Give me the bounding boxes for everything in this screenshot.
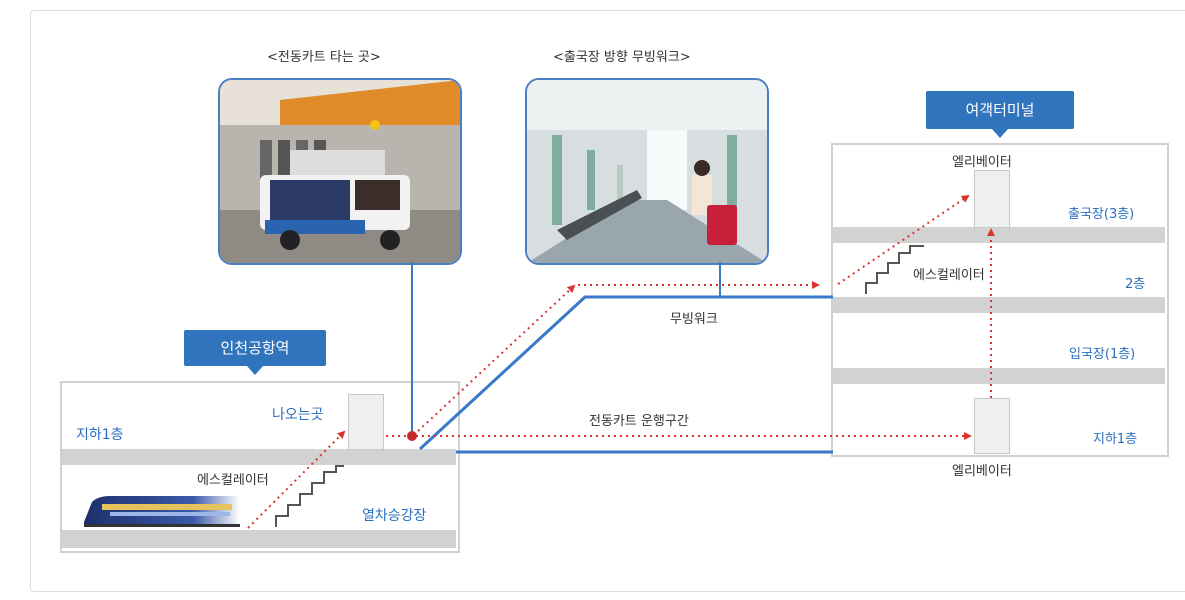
terminal-slab-1f — [833, 368, 1165, 384]
terminal-departure-label: 출국장(3층) — [1068, 207, 1135, 222]
junction-dot — [407, 431, 417, 441]
terminal-escalator-label: 에스컬레이터 — [913, 268, 985, 283]
terminal-elevator-bottom — [974, 398, 1010, 454]
terminal-elevator-top — [974, 170, 1010, 228]
red-route-to-walkway — [417, 284, 576, 432]
terminal-escalator-steps — [865, 245, 924, 294]
station-exit-label: 나오는곳 — [272, 407, 324, 423]
terminal-arrival-label: 입국장(1층) — [1069, 347, 1136, 362]
moving-walkway-photo — [525, 78, 769, 265]
train-image — [80, 492, 240, 528]
electric-cart-route-label: 전동카트 운행구간 — [589, 414, 689, 429]
red-route-escalator-terminal — [837, 194, 970, 285]
terminal-slab-3f — [833, 227, 1165, 243]
moving-walkway-line — [418, 295, 833, 451]
cart-photo-caption: <전동카트 타는 곳> — [267, 50, 381, 65]
red-route-escalator-up — [247, 430, 346, 529]
station-exit-block — [348, 394, 384, 450]
station-platform-label: 열차승강장 — [362, 508, 427, 524]
terminal-slab-2f — [833, 297, 1165, 313]
terminal-floor2-label: 2층 — [1125, 277, 1146, 292]
moving-walkway-label: 무빙워크 — [670, 312, 718, 327]
walkway-photo-caption: <출국장 방향 무빙워크> — [553, 50, 691, 65]
passenger-terminal-badge: 여객터미널 — [926, 91, 1074, 138]
terminal-elevator-bottom-label: 엘리베이터 — [952, 464, 1012, 479]
terminal-b1-label: 지하1층 — [1093, 432, 1138, 447]
station-escalator-label: 에스컬레이터 — [197, 473, 269, 488]
station-ground-slab — [62, 530, 456, 548]
station-escalator-steps — [275, 465, 344, 527]
station-floor-slab — [62, 449, 456, 465]
station-b1-label: 지하1층 — [76, 427, 124, 443]
electric-cart-photo — [218, 78, 462, 265]
terminal-elevator-top-label: 엘리베이터 — [952, 155, 1012, 170]
incheon-station-badge: 인천공항역 — [184, 330, 326, 375]
